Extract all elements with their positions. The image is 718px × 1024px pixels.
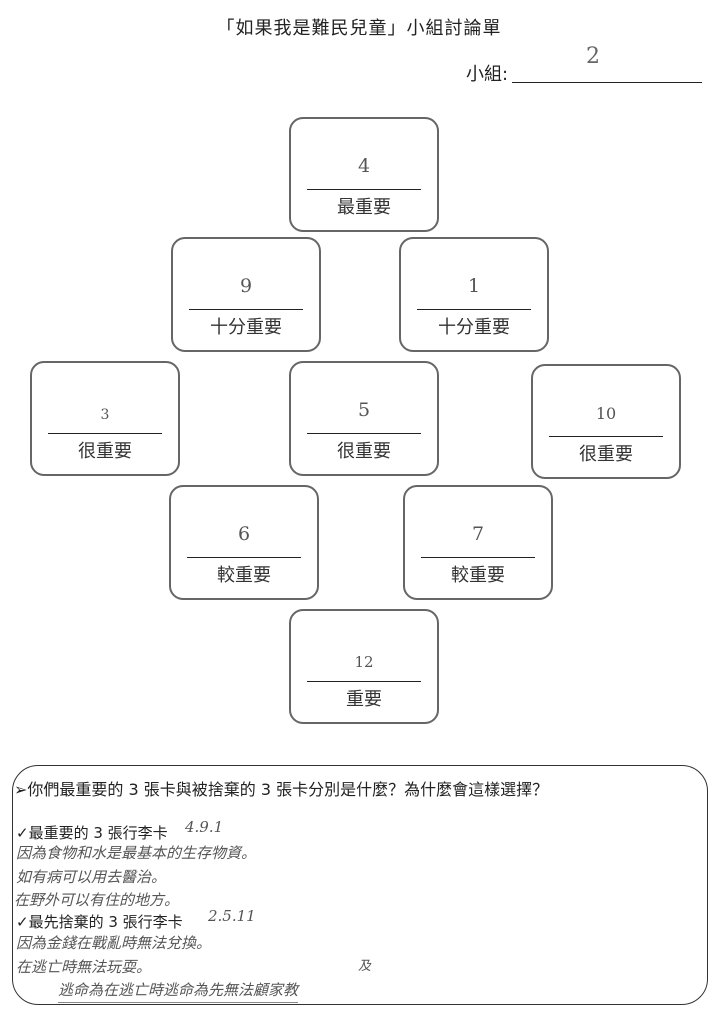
card-number: 4: [357, 155, 371, 177]
card-label: 重要: [346, 689, 382, 710]
card-line: [549, 436, 663, 437]
card-line: [421, 557, 535, 558]
discarded-reason: 在逃亡時無法玩耍。: [16, 958, 152, 976]
card-label: 較重要: [217, 565, 271, 586]
card-important-left: 3 很重要: [30, 361, 180, 476]
most-important-reason: 如有病可以用去醫治。: [16, 868, 167, 886]
card-label: 很重要: [337, 441, 391, 462]
most-important-reason: 因為食物和水是最基本的生存物資。: [16, 844, 257, 862]
discarded-label: ✓最先捨棄的 3 張行李卡: [16, 913, 183, 931]
card-line: [48, 433, 162, 434]
card-number: 12: [354, 653, 374, 671]
discarded-insert-mark: 及: [358, 959, 372, 974]
card-label: 較重要: [451, 565, 505, 586]
card-line: [187, 557, 301, 558]
page-title: 「如果我是難民兒童」小組討論單: [216, 18, 502, 39]
most-important-label: ✓最重要的 3 張行李卡: [16, 824, 168, 842]
card-number: 10: [595, 404, 617, 423]
discarded-reason: 因為金錢在戰亂時無法兌換。: [16, 934, 212, 952]
card-number: 3: [100, 407, 110, 423]
card-label: 很重要: [78, 441, 132, 462]
card-line: [417, 309, 531, 310]
card-line: [307, 189, 421, 190]
card-important-right: 10 很重要: [531, 364, 681, 479]
card-label: 十分重要: [438, 317, 510, 338]
card-very-important-left: 9 十分重要: [171, 237, 321, 352]
card-important-center: 5 很重要: [289, 361, 439, 476]
card-line: [307, 681, 421, 682]
card-most-important: 4 最重要: [289, 117, 439, 232]
card-number: 5: [357, 399, 371, 421]
card-number: 6: [237, 523, 251, 545]
card-very-important-right: 1 十分重要: [399, 237, 549, 352]
most-important-answer: 4.9.1: [185, 818, 224, 836]
discarded-answer: 2.5.11: [208, 907, 256, 925]
most-important-reason: 在野外可以有住的地方。: [14, 891, 180, 909]
group-underline: [512, 82, 702, 83]
card-fairly-important-right: 7 較重要: [403, 485, 553, 600]
card-fairly-important-left: 6 較重要: [169, 485, 319, 600]
card-number: 7: [471, 523, 485, 545]
group-number: 2: [586, 44, 600, 69]
card-label: 很重要: [579, 444, 633, 465]
answer-box: [12, 765, 708, 1005]
card-number: 9: [239, 275, 253, 297]
card-line: [307, 433, 421, 434]
card-important-bottom: 12 重要: [289, 609, 439, 724]
question-text: ➢你們最重要的 3 張卡與被捨棄的 3 張卡分別是什麼？為什麼會這樣選擇？: [14, 780, 549, 799]
card-label: 十分重要: [210, 317, 282, 338]
card-label: 最重要: [337, 197, 391, 218]
discarded-reason: 逃命為在逃亡時逃命為先無法顧家教: [58, 979, 299, 1003]
card-number: 1: [467, 275, 481, 297]
group-label: 小組:: [466, 64, 509, 85]
card-line: [189, 309, 303, 310]
